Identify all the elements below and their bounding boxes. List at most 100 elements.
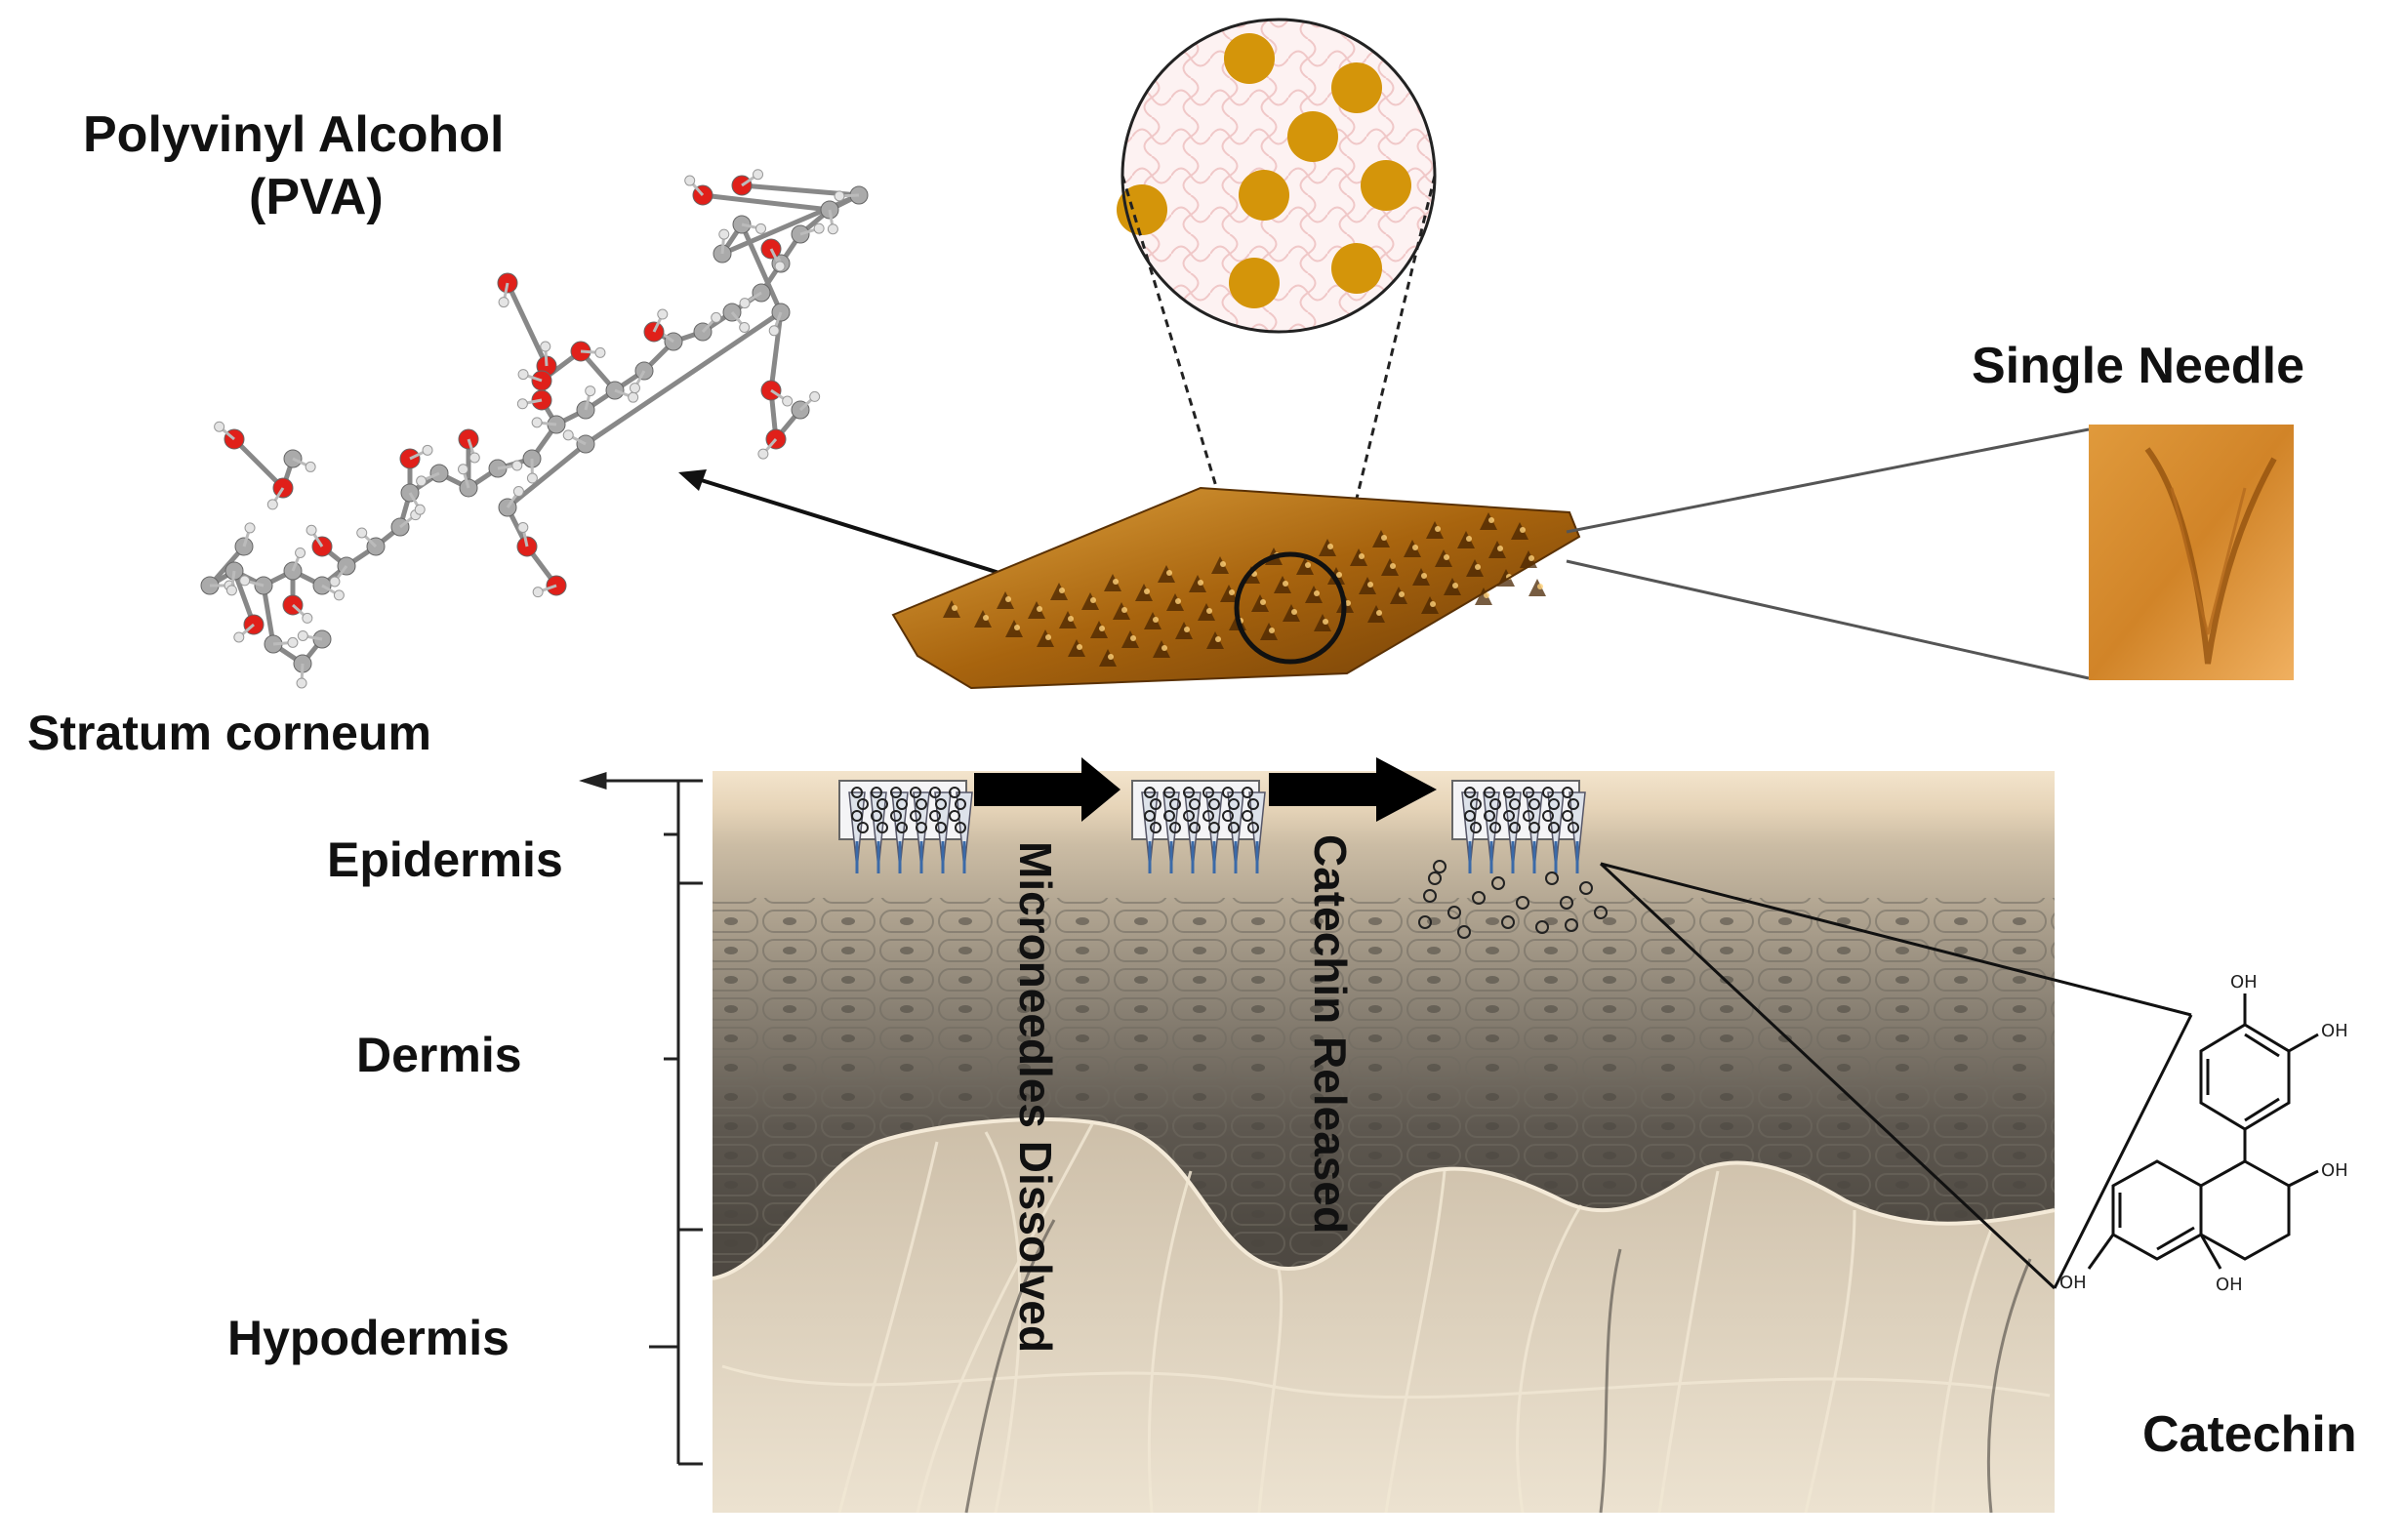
catechin-dot [1433, 860, 1446, 873]
needle-tip [1480, 512, 1497, 530]
hydrogen-atom [757, 448, 769, 460]
catechin-dot [1560, 896, 1573, 910]
needle-tip [1305, 586, 1323, 603]
hydrogen-atom [526, 472, 538, 484]
microneedle-patch-icon [891, 486, 1581, 690]
needle-highlight [1037, 606, 1042, 612]
catechin-dot [1472, 891, 1486, 905]
oh-label: OH [2230, 972, 2258, 993]
layer-bracket [579, 771, 703, 1466]
needle-highlight [1090, 597, 1096, 603]
needle-tip [1028, 601, 1045, 619]
needle-tip [1153, 640, 1170, 658]
release-to-catechin-lines [1599, 862, 2193, 1290]
hydrogen-atom [585, 385, 596, 397]
hydrogen-atom [718, 228, 730, 240]
hydrogen-atom [755, 223, 767, 234]
hydrogen-atom [809, 390, 821, 402]
hydrogen-atom [813, 223, 825, 234]
needle-tip [1466, 559, 1484, 577]
zoom-circle-icon [1117, 18, 1437, 572]
single-needle-inset [1566, 425, 2294, 680]
needle-tip [1296, 557, 1314, 575]
hypodermis-label: Hypodermis [227, 1311, 509, 1365]
needle-tip [1457, 531, 1475, 548]
needle-highlight [1077, 644, 1082, 650]
catechin-dot [1447, 906, 1461, 919]
catechin-dot [1594, 906, 1608, 919]
needle-tip [1426, 521, 1444, 539]
hydrogen-atom [827, 223, 838, 235]
hydrogen-atom [214, 421, 225, 432]
hydrogen-atom [517, 369, 529, 381]
needle-tip [1206, 631, 1224, 649]
needle-highlight [1421, 573, 1427, 579]
hydrogen-atom [739, 321, 751, 333]
hydrogen-atom [834, 190, 845, 202]
catechin-dot [1516, 896, 1529, 910]
catechin-dot [1535, 920, 1549, 934]
stratum-corneum-label: Stratum corneum [27, 706, 431, 760]
needle-highlight [1215, 636, 1221, 642]
needle-highlight [1269, 628, 1275, 633]
hydrogen-atom [517, 521, 529, 533]
needle-highlight [1291, 609, 1297, 615]
needle-highlight [1430, 601, 1436, 607]
needle-highlight [1045, 634, 1051, 640]
needle-tip [997, 591, 1014, 609]
hydrogen-atom [296, 677, 307, 689]
dermis-label: Dermis [356, 1028, 522, 1082]
needle-highlight [1260, 599, 1266, 605]
oh-label: OH [2216, 1275, 2243, 1295]
hydrogen-atom [516, 398, 528, 410]
catechin-dot [1418, 915, 1432, 929]
hydrogen-atom [739, 298, 751, 309]
needle-highlight [1412, 545, 1418, 550]
drug-particle [1229, 258, 1280, 308]
hydrogen-atom [416, 475, 428, 487]
needle-highlight [1283, 581, 1288, 587]
block-arrow-1-icon [974, 757, 1121, 822]
needle-tip [1350, 548, 1367, 566]
needle-highlight [1497, 546, 1503, 551]
needle-highlight [1336, 572, 1342, 578]
needle-tip [1037, 629, 1054, 647]
catechin-dot [1501, 915, 1515, 929]
needle-tip [1050, 583, 1068, 600]
catechin-oh-labels: OH OH OH OH OH [2059, 972, 2348, 1295]
oh-label: OH [2059, 1273, 2087, 1293]
needle-highlight [1113, 579, 1119, 585]
needle-tip [1059, 611, 1077, 628]
catechin-dot [1579, 881, 1593, 895]
needle-highlight [1068, 616, 1074, 622]
needle-highlight [1488, 517, 1494, 523]
single-needle-label: Single Needle [1972, 338, 2304, 394]
microneedles-dissolved-label: Microneedles Dissolved [1010, 841, 1061, 1354]
drug-particle [1331, 62, 1382, 113]
needle-highlight [1520, 527, 1526, 533]
hydrogen-atom [329, 576, 341, 588]
needle-highlight [1099, 626, 1105, 631]
needle-tip [1251, 594, 1269, 612]
needle-tip [1189, 575, 1206, 592]
needle-tip [1528, 579, 1546, 596]
needle-highlight [1345, 600, 1351, 606]
microneedle-icon [838, 780, 973, 873]
drug-particle [1239, 170, 1289, 221]
needle-highlight [1484, 592, 1489, 598]
hydrogen-atom [333, 589, 345, 601]
needle-highlight [1130, 635, 1136, 641]
hydrogen-atom [782, 395, 794, 407]
needle-highlight [1475, 564, 1481, 570]
needle-highlight [1466, 536, 1472, 542]
needle-tip [1314, 614, 1331, 631]
needle-highlight [1161, 645, 1167, 651]
needle-highlight [1376, 610, 1382, 616]
needle-highlight [1108, 654, 1114, 660]
microneedle-icon [1451, 780, 1586, 873]
hydrogen-atom [768, 325, 780, 337]
block-arrow-2-icon [1269, 757, 1437, 822]
needle-tip [1260, 623, 1278, 640]
hydrogen-atom [244, 522, 256, 534]
hydrogen-atom [532, 587, 544, 598]
